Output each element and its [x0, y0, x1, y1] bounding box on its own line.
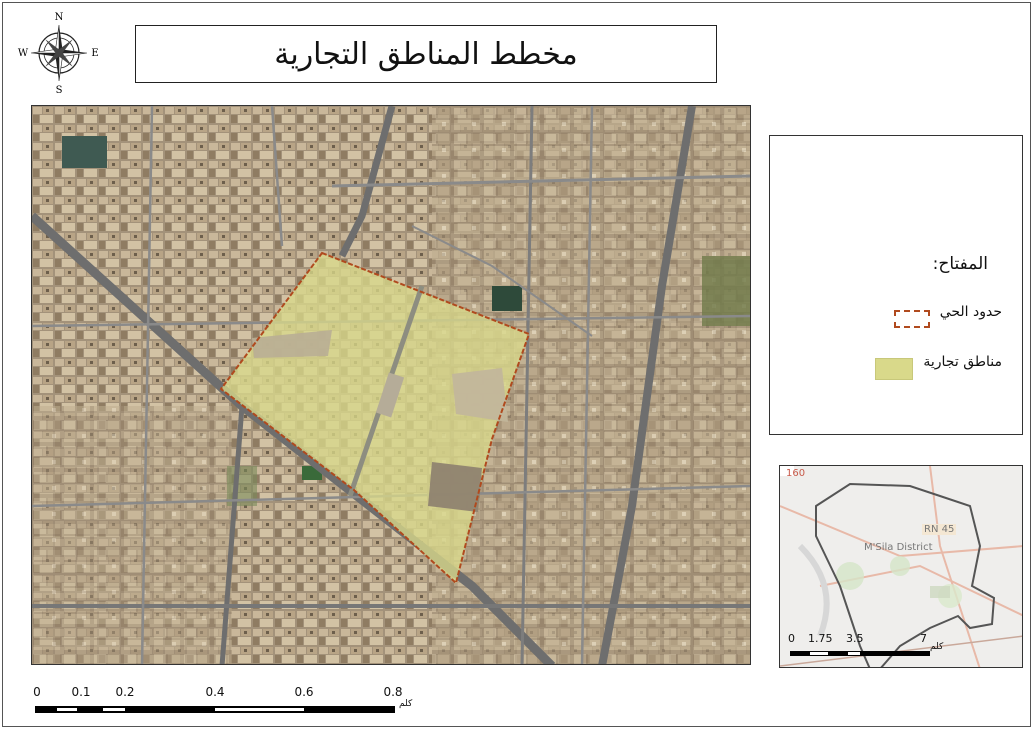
scale-tick-0: 0 [33, 685, 41, 699]
legend-item-commercial: مناطق تجارية [875, 344, 1002, 380]
inset-road-label-160: 160 [786, 468, 806, 479]
compass-s: S [56, 85, 63, 93]
legend-item-boundary: حدود الحي [893, 296, 1002, 328]
scale-tick-5: 0.8 [383, 685, 403, 699]
inset-district-outline[interactable] [815, 482, 996, 668]
inset-district-label: M'Sila District [864, 542, 933, 553]
scale-bar-graphic [35, 706, 395, 713]
inset-scale-tick-0: 0 [788, 632, 795, 645]
satellite-imagery [32, 106, 750, 664]
map-title-box: مخطط المناطق التجارية [135, 25, 717, 83]
district-boundary[interactable] [219, 251, 531, 585]
scale-tick-2: 0.2 [115, 685, 135, 699]
inset-scale-bar [790, 651, 930, 656]
inset-scale-tick-2: 3.5 [846, 632, 864, 645]
legend-title: المفتاح: [932, 254, 988, 274]
legend-panel: المفتاح: حدود الحي مناطق تجارية [769, 135, 1023, 435]
compass-rose-icon: N S E W [18, 12, 99, 93]
scale-tick-4: 0.6 [294, 685, 314, 699]
inset-scale-unit: كلم [930, 642, 944, 652]
inset-road-label-rn45: RN 45 [922, 524, 957, 535]
inset-scale-tick-1: 1.75 [808, 632, 833, 645]
compass-w: W [18, 48, 29, 59]
compass-e: E [91, 48, 98, 59]
legend-label-boundary: حدود الحي [939, 304, 1002, 320]
inset-scale-tick-3: 7 [920, 632, 927, 645]
scale-tick-1: 0.1 [71, 685, 91, 699]
boundary-swatch [893, 310, 930, 328]
scale-unit: كلم [399, 699, 413, 709]
inset-map-graphic [780, 466, 1022, 668]
legend-label-commercial: مناطق تجارية [923, 354, 1002, 370]
inset-locator-map[interactable]: 160 RN 45 M'Sila District 0 1.75 3.5 7 ك… [779, 465, 1023, 668]
commercial-swatch [875, 358, 914, 380]
scale-bar: 0 0.1 0.2 0.4 0.6 0.8 كلم [33, 685, 433, 725]
satellite-map[interactable] [31, 105, 751, 665]
map-title: مخطط المناطق التجارية [274, 36, 578, 72]
compass-n: N [55, 12, 64, 23]
scale-tick-3: 0.4 [205, 685, 225, 699]
